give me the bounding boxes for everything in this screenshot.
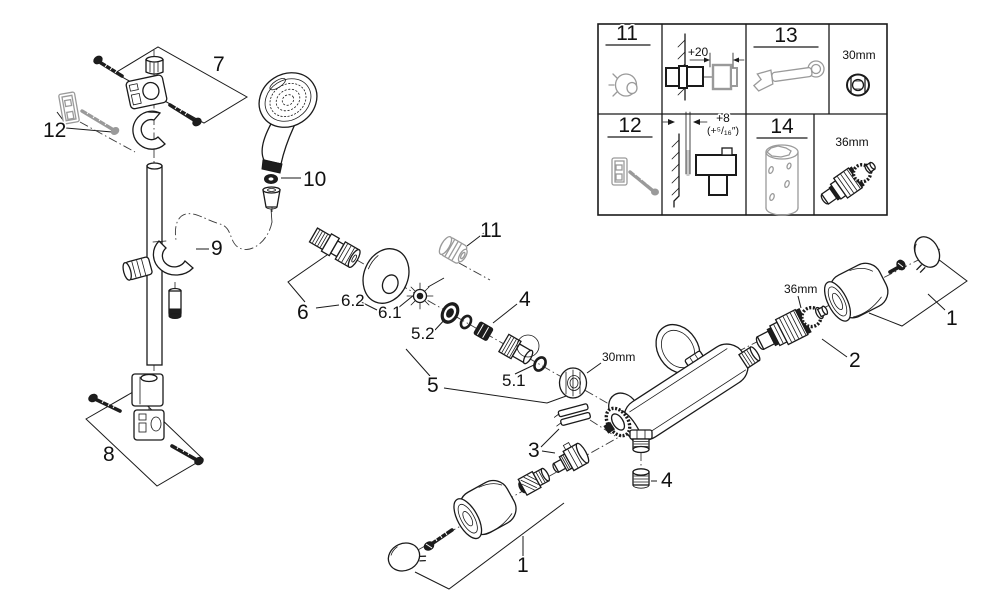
body-left-collar: [603, 406, 632, 438]
callout-6: 6: [297, 301, 309, 324]
inset-box: 11 +20 13: [597, 21, 888, 216]
screw-icon: [93, 55, 124, 78]
callout-3: 3: [528, 439, 540, 462]
handle-screw: [423, 528, 454, 551]
screw-icon: [170, 444, 204, 466]
connector-nipple: [473, 321, 494, 341]
inset-label-13: 13: [774, 24, 797, 47]
extension-nut: [438, 235, 468, 264]
rail-top-bracket: [93, 55, 202, 150]
rail-slider-holder: [122, 240, 194, 319]
wall-bracket-dimension: +8 (+⁵/₁₆″): [662, 110, 740, 208]
callout-5-2: 5.2: [411, 324, 435, 343]
wall-anchor-icon: [611, 157, 659, 196]
callout-9: 9: [211, 237, 223, 260]
callout-12: 12: [43, 119, 66, 142]
callout-5: 5: [427, 374, 439, 397]
inset-label-12: 12: [618, 114, 641, 137]
shower-hose-path: [175, 213, 273, 250]
o-ring: [533, 356, 547, 372]
filter-gasket: [440, 302, 460, 324]
size-30mm: 30mm: [602, 350, 635, 364]
handle-screw: [888, 259, 906, 274]
inset-dim8: +8: [716, 111, 730, 125]
callout-11: 11: [480, 219, 502, 242]
callout-labels: 7 12 10 9 11 6 6.2 6.1 5.2 4 5 5.1 30mm …: [42, 52, 960, 579]
handle-cap: [387, 542, 427, 572]
wall-anchor-set: [58, 91, 120, 135]
diverter-cartridge: [552, 442, 590, 473]
wall-union-dimension: +20: [665, 33, 745, 101]
union-nut-icon: [608, 73, 638, 97]
inset-size-36mm: 36mm: [835, 135, 868, 149]
callout-1-right: 1: [946, 307, 958, 330]
callout-5-1: 5.1: [502, 371, 526, 390]
inset-label-11: 11: [616, 22, 638, 45]
callout-10: 10: [303, 168, 326, 191]
callout-8: 8: [103, 443, 115, 466]
screw-icon: [88, 393, 122, 413]
thermostatic-cartridge-icon: [820, 161, 876, 205]
handle-cap: [913, 236, 941, 273]
retainer-loop: [516, 334, 540, 358]
s-union-fitting: [308, 227, 361, 269]
inset-size-30mm: 30mm: [842, 48, 875, 62]
rail-bottom-bracket: [88, 373, 204, 466]
inset-dim8-inch: (+⁵/₁₆″): [707, 125, 739, 137]
callout-4: 4: [519, 288, 531, 311]
size-36mm: 36mm: [784, 282, 817, 296]
callout-6-1: 6.1: [378, 303, 402, 322]
callout-1-bottom: 1: [517, 554, 529, 577]
callout-2: 2: [849, 349, 861, 372]
hand-shower: [258, 72, 318, 223]
wrench-icon: [752, 60, 825, 92]
knurled-connector: [517, 467, 551, 497]
screw-icon: [168, 103, 202, 127]
o-ring: [459, 314, 473, 330]
body-right-port: [738, 346, 761, 369]
nut-icon: [846, 73, 870, 97]
star-washer: [406, 282, 434, 310]
mounting-sleeve-icon: [765, 144, 799, 216]
handle-housing: [823, 262, 889, 322]
callout-7: 7: [213, 53, 225, 76]
securing-clip: [553, 403, 591, 427]
callout-4-body: 4: [661, 469, 673, 492]
union-adapter: [497, 333, 534, 365]
shower-outlet: [629, 429, 653, 454]
union-nut-30mm: [558, 367, 588, 399]
outlet-nipple: [632, 468, 650, 489]
escutcheon: [362, 248, 410, 304]
thermostatic-cartridge: [755, 305, 829, 351]
handle-housing: [453, 479, 517, 540]
inset-label-14: 14: [770, 115, 794, 138]
callout-6-2: 6.2: [341, 291, 365, 310]
hose-connector: [262, 186, 281, 223]
inset-dim20: +20: [688, 45, 709, 59]
